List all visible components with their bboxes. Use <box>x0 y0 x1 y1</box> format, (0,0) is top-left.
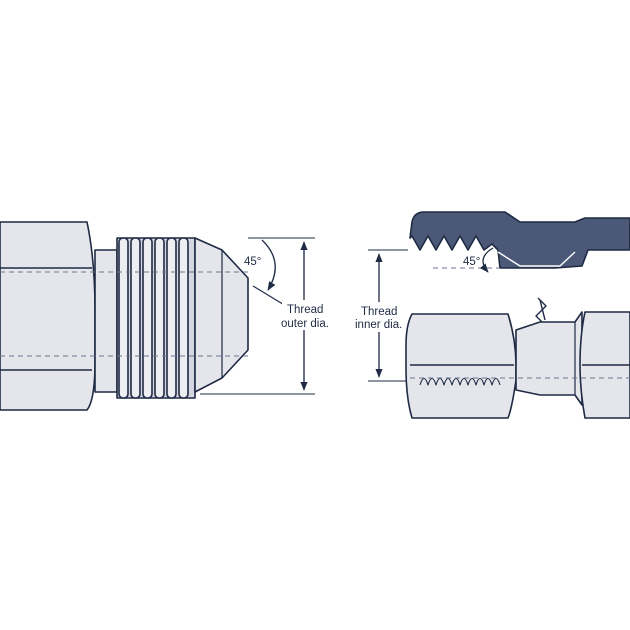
male-angle-label: 45° <box>244 256 261 268</box>
female-flare-seat <box>497 251 576 267</box>
male-thread-label-line1: Thread <box>287 304 323 316</box>
male-leader-line <box>252 285 287 307</box>
female-break-line <box>535 297 547 325</box>
male-neck <box>94 249 118 393</box>
male-hex-body <box>0 221 96 411</box>
male-thread-label-line2: outer dia. <box>281 318 329 330</box>
male-thread-crests <box>118 237 189 399</box>
male-angle-arc <box>261 239 276 291</box>
female-internal-thread <box>419 377 501 386</box>
female-section-cut <box>409 211 630 269</box>
female-fitting <box>405 211 630 419</box>
female-hex-body <box>405 313 517 419</box>
female-angle-arc <box>479 247 494 273</box>
female-thread-label-line1: Thread <box>361 306 397 318</box>
male-fitting <box>0 221 249 411</box>
female-angle-label: 45° <box>463 256 480 268</box>
female-thread-label-line2: inner dia. <box>355 319 402 331</box>
female-tail-stem <box>515 311 583 406</box>
